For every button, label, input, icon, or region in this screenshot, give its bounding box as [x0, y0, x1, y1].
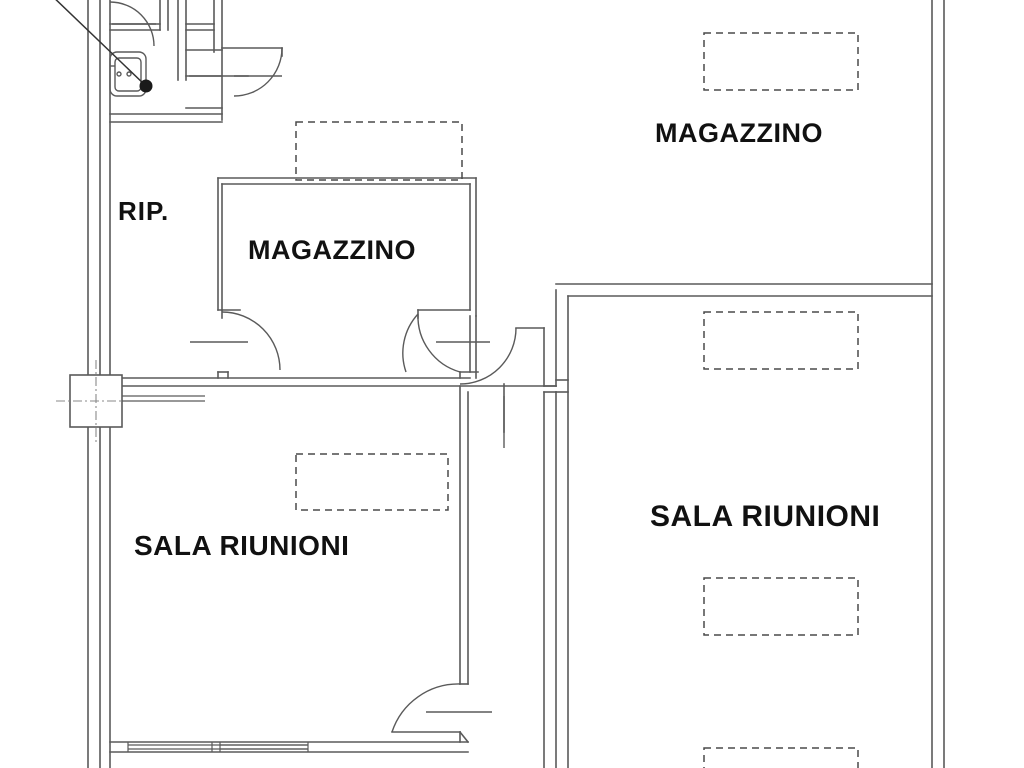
dashed-overhead-rectangle — [703, 577, 859, 636]
dashed-overhead-rectangle — [295, 121, 463, 181]
door-swing-top-center — [233, 47, 283, 97]
sink-tap-hole-left — [116, 71, 122, 77]
dashed-overhead-rectangle — [295, 453, 449, 511]
window-symbol — [127, 742, 309, 752]
dashed-overhead-rectangle — [703, 747, 859, 768]
dashed-overhead-rectangle — [703, 311, 859, 370]
wall-salalf-bot-jamb-r — [458, 730, 470, 744]
room-label-rip: RIP. — [118, 196, 170, 226]
door-swing-magazzino-left-2b — [417, 313, 461, 373]
column-marker — [56, 360, 205, 442]
room-label-magazzino-right: MAGAZZINO — [655, 118, 823, 148]
door-swing-magazzino-left-2 — [402, 313, 419, 373]
door-swing-topleft-corridor — [109, 1, 155, 47]
door-swing-vestibule — [459, 327, 517, 385]
leader-line — [55, 0, 153, 93]
door-swing-sala-left-bottom — [391, 683, 461, 733]
sink-tap-hole-right — [126, 71, 132, 77]
sink-fixture — [109, 51, 147, 97]
leader-dot — [139, 79, 153, 93]
dashed-overhead-rectangle — [703, 32, 859, 91]
room-label-sala-riunioni-right: SALA RIUNIONI — [650, 500, 881, 533]
walls-group — [87, 0, 945, 768]
door-swing-magazzino-left-1 — [221, 311, 281, 371]
room-label-sala-riunioni-left: SALA RIUNIONI — [134, 530, 350, 561]
dashed-overhead-group — [295, 32, 859, 768]
room-label-magazzino-left: MAGAZZINO — [248, 235, 416, 265]
doors-group — [109, 1, 517, 733]
